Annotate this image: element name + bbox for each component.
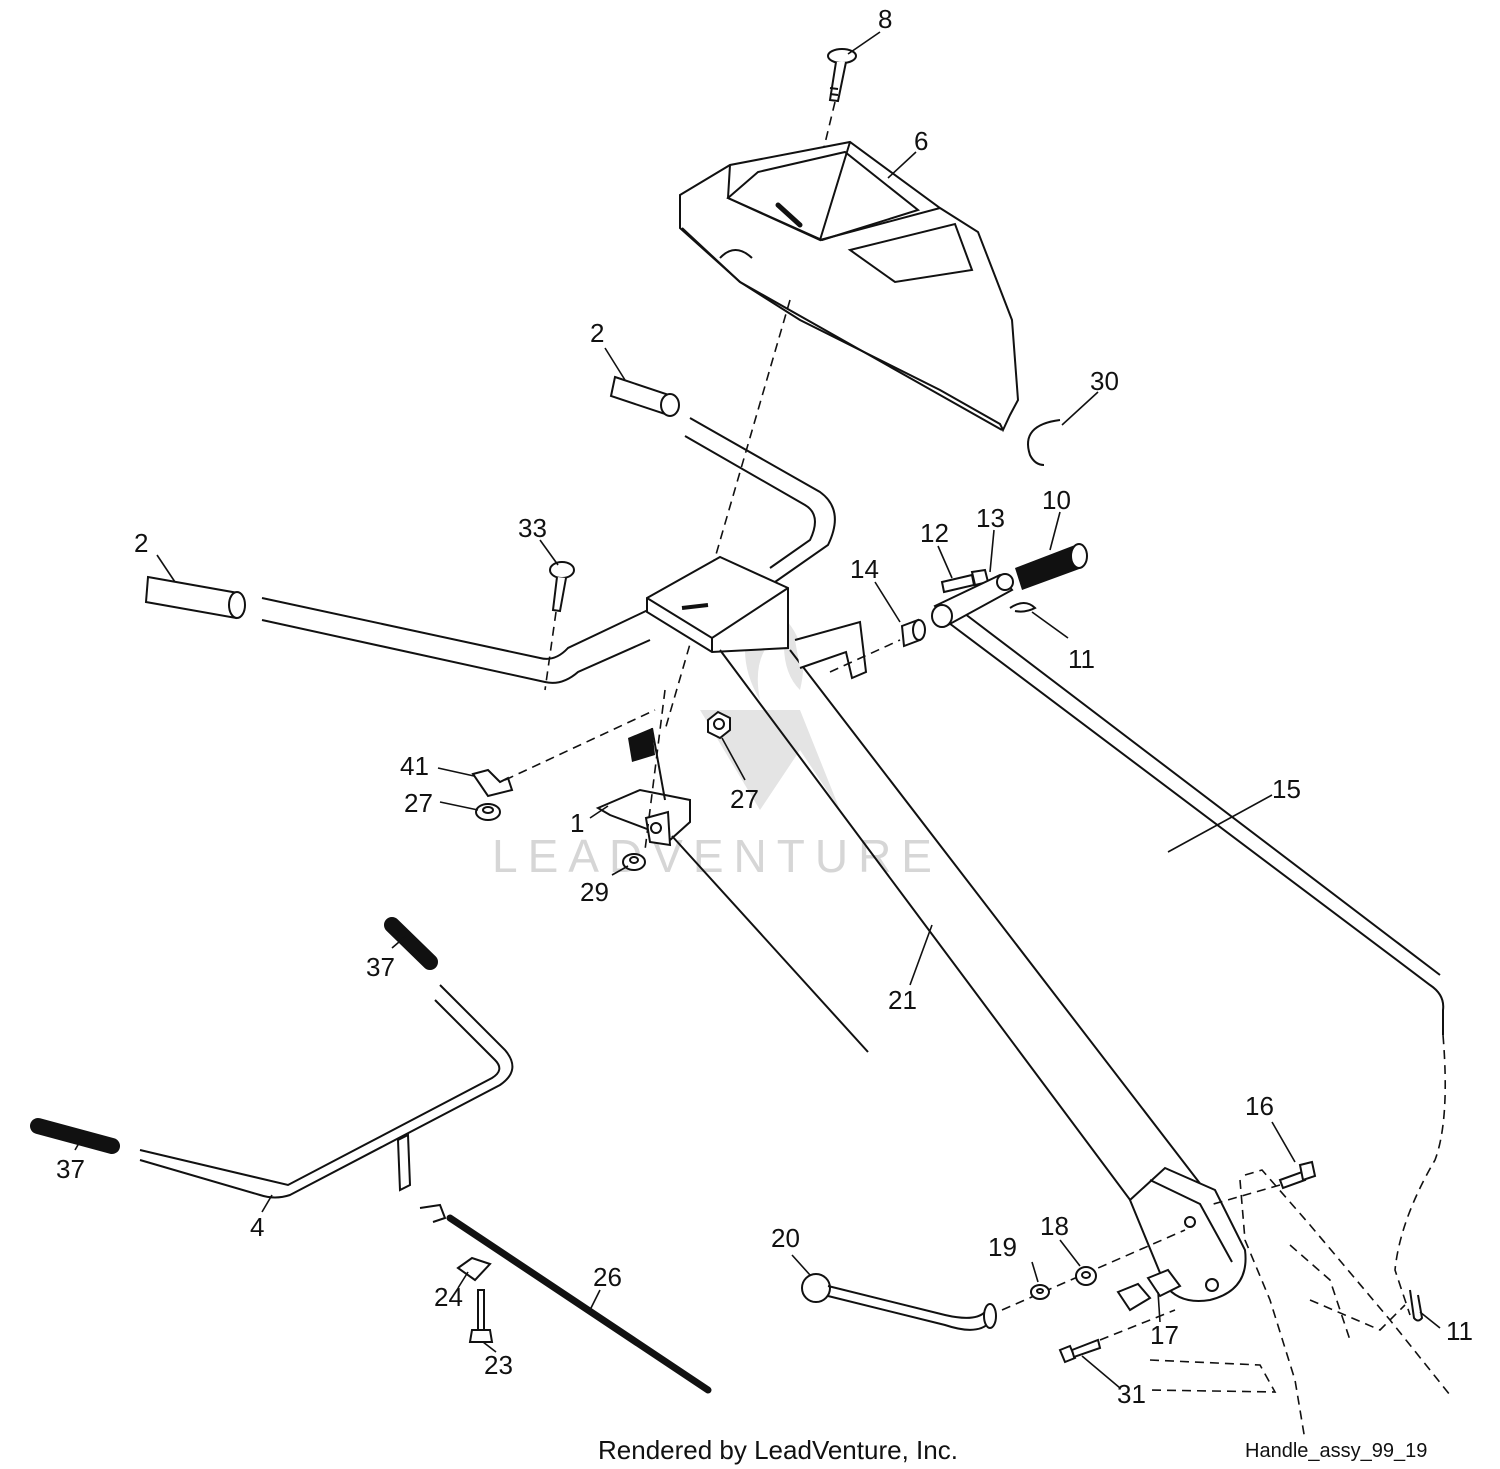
callout-27-right: 27 <box>730 784 759 814</box>
callout-26: 26 <box>593 1262 622 1292</box>
dash-14 <box>829 639 901 673</box>
part-33-carriage-bolt <box>549 561 575 613</box>
dash-41 <box>504 709 656 781</box>
callout-23: 23 <box>484 1350 513 1380</box>
part-26-cable-end <box>419 1203 447 1223</box>
callout-6: 6 <box>914 126 928 156</box>
part-14-spacer <box>900 618 926 648</box>
callout-2-upper: 2 <box>590 318 604 348</box>
part-41-clip <box>471 768 514 798</box>
part-37-grip-upper <box>384 917 438 970</box>
part-1-control-bracket <box>595 727 869 1053</box>
callout-11-upper: 11 <box>1068 644 1095 674</box>
part-23-bolt <box>468 1289 494 1343</box>
diagram-id: Handle_assy_99_19 <box>1245 1440 1427 1462</box>
callout-8: 8 <box>878 4 892 34</box>
callout-1: 1 <box>570 808 584 838</box>
callout-14: 14 <box>850 554 879 584</box>
part-15-rod <box>944 603 1445 1035</box>
callout-4: 4 <box>250 1212 264 1242</box>
part-18-nut <box>1075 1266 1097 1286</box>
upper-handle-bar <box>684 417 836 583</box>
part-4-lower-handle <box>139 984 514 1199</box>
callout-12: 12 <box>920 518 949 548</box>
phantom-tiller-frame <box>1149 1169 1451 1441</box>
part-24-clip <box>456 1256 492 1282</box>
part-4-tab <box>396 1133 412 1192</box>
callout-41: 41 <box>400 751 429 781</box>
callout-18: 18 <box>1040 1211 1069 1241</box>
callout-16: 16 <box>1245 1091 1274 1121</box>
rendered-by-credit: Rendered by LeadVenture, Inc. <box>598 1435 958 1465</box>
callout-2-left: 2 <box>134 528 148 558</box>
callout-37-lower: 37 <box>56 1154 85 1184</box>
part-27-nut-left <box>475 803 501 821</box>
part-27-nut-right <box>707 710 731 740</box>
part-19-washer <box>1030 1284 1050 1300</box>
callout-21: 21 <box>888 985 917 1015</box>
part-11-hairpin-upper <box>1009 602 1037 613</box>
part-20-shift-lever <box>801 1273 997 1331</box>
dash-33 <box>544 611 557 691</box>
callout-29: 29 <box>580 877 609 907</box>
part-11-hairpin-lower <box>1409 1289 1424 1322</box>
callout-37-upper: 37 <box>366 952 395 982</box>
lower-handle-bar <box>261 597 651 684</box>
callout-33: 33 <box>518 513 547 543</box>
watermark: LEADVENTURE <box>492 600 942 882</box>
part-26-cable <box>446 1214 712 1394</box>
callout-31: 31 <box>1117 1379 1146 1409</box>
watermark-w-icon <box>700 710 840 810</box>
watermark-text: LEADVENTURE <box>492 830 942 882</box>
part-2-grip-left <box>144 575 246 620</box>
dash-6 <box>664 299 791 731</box>
part-30-clip <box>1027 419 1061 466</box>
callout-10: 10 <box>1042 485 1071 515</box>
callout-20: 20 <box>771 1223 800 1253</box>
dash-1 <box>644 689 666 851</box>
dash-31 <box>1099 1309 1176 1341</box>
callout-13: 13 <box>976 503 1005 533</box>
part-31-bolt <box>1058 1338 1102 1364</box>
callout-17: 17 <box>1150 1320 1179 1350</box>
callout-24: 24 <box>434 1282 463 1312</box>
part-2-grip-upper <box>609 375 680 417</box>
callout-27-left: 27 <box>404 788 433 818</box>
callout-11-lower: 11 <box>1446 1316 1473 1346</box>
callout-19: 19 <box>988 1232 1017 1262</box>
callout-30: 30 <box>1090 366 1119 396</box>
leader-lines <box>74 31 1441 1389</box>
part-6-console-panel <box>679 140 1020 433</box>
part-13-lever <box>931 573 1014 628</box>
part-16-bolt <box>1278 1160 1317 1190</box>
part-10-grip <box>1015 543 1088 590</box>
dash-16 <box>1209 1184 1281 1206</box>
dash-15 <box>1394 1034 1447 1316</box>
part-12-bolt <box>940 568 990 594</box>
handle-bottom-bracket <box>1128 1166 1247 1302</box>
callout-15: 15 <box>1272 774 1301 804</box>
part-21-handle-tube <box>646 555 1206 1241</box>
callout-labels: 8 6 2 30 2 33 12 13 10 14 11 41 27 27 1 … <box>56 4 1473 1409</box>
part-37-grip-lower <box>30 1118 120 1154</box>
part-8-screw <box>827 48 857 103</box>
part-17-knobs <box>1116 1268 1182 1312</box>
part-29-nut <box>622 853 646 871</box>
